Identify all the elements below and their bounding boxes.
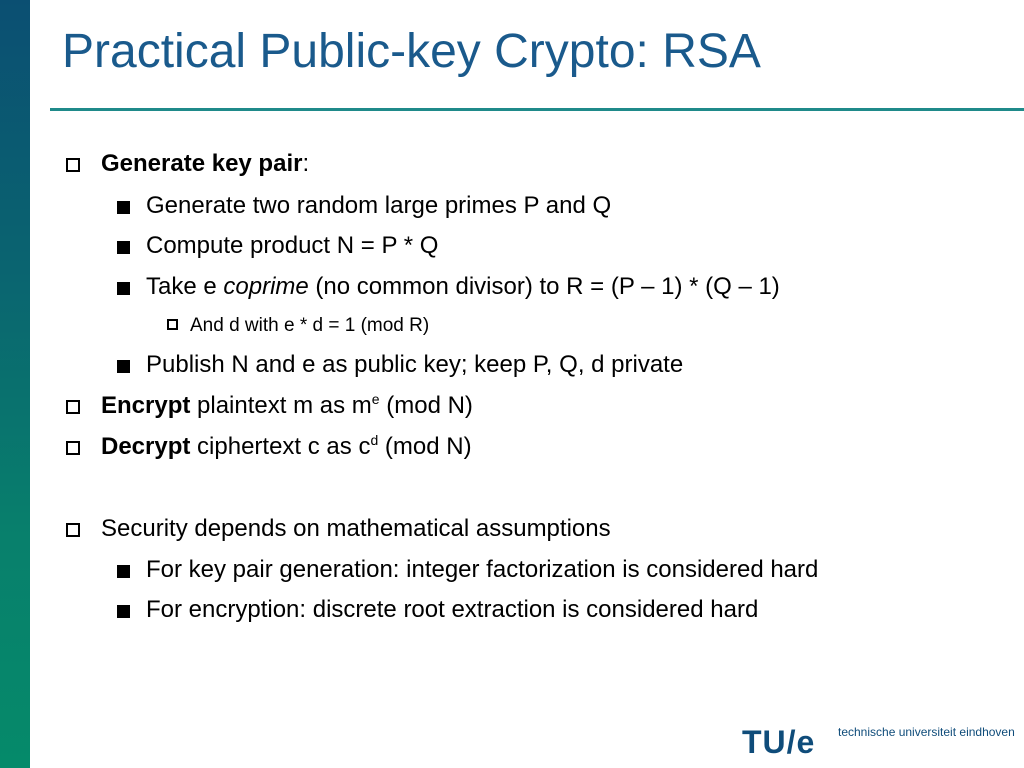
superscript: d	[370, 432, 379, 448]
hollow-square-bullet-icon	[167, 319, 178, 330]
bullet-text: :	[302, 150, 310, 177]
sub-bullet-product: Compute product N = P * Q	[146, 232, 439, 259]
bullet-encrypt: Encrypt plaintext m as me (mod N)	[101, 392, 473, 420]
bullet-text: Take e	[146, 273, 224, 300]
filled-square-bullet-icon	[117, 241, 130, 254]
filled-square-bullet-icon	[117, 565, 130, 578]
bullet-text: (mod N)	[378, 433, 472, 460]
sub-bullet-factorization: For key pair generation: integer factori…	[146, 556, 819, 583]
hollow-square-bullet-icon	[66, 158, 80, 172]
bullet-italic-text: coprime	[223, 273, 309, 300]
bullet-bold-label: Encrypt	[101, 392, 191, 419]
sub-sub-bullet-d: And d with e * d = 1 (mod R)	[190, 315, 430, 336]
superscript: e	[371, 391, 380, 407]
bullet-text: plaintext m as m	[190, 392, 372, 419]
bullet-text: (mod N)	[379, 392, 473, 419]
title-divider	[50, 108, 1024, 111]
filled-square-bullet-icon	[117, 605, 130, 618]
tue-logo: TU/e	[742, 724, 816, 760]
bullet-generate-key-pair: Generate key pair:	[101, 150, 309, 178]
hollow-square-bullet-icon	[66, 400, 80, 414]
sub-bullet-primes: Generate two random large primes P and Q	[146, 192, 612, 219]
slide-title: Practical Public-key Crypto: RSA	[62, 25, 761, 78]
bullet-bold-label: Generate key pair	[101, 150, 303, 177]
bullet-decrypt: Decrypt ciphertext c as cd (mod N)	[101, 433, 472, 461]
filled-square-bullet-icon	[117, 201, 130, 214]
bullet-text: ciphertext c as c	[190, 433, 371, 460]
hollow-square-bullet-icon	[66, 441, 80, 455]
sub-bullet-coprime: Take e coprime (no common divisor) to R …	[146, 273, 780, 301]
filled-square-bullet-icon	[117, 282, 130, 295]
institution-name: technische universiteit eindhoven	[838, 725, 1015, 739]
bullet-security: Security depends on mathematical assumpt…	[101, 515, 611, 542]
filled-square-bullet-icon	[117, 360, 130, 373]
left-accent-bar	[0, 0, 30, 768]
hollow-square-bullet-icon	[66, 523, 80, 537]
sub-bullet-root-extraction: For encryption: discrete root extraction…	[146, 596, 759, 623]
bullet-bold-label: Decrypt	[101, 433, 191, 460]
bullet-text: (no common divisor) to R = (P – 1) * (Q …	[308, 273, 780, 300]
sub-bullet-publish: Publish N and e as public key; keep P, Q…	[146, 351, 684, 378]
